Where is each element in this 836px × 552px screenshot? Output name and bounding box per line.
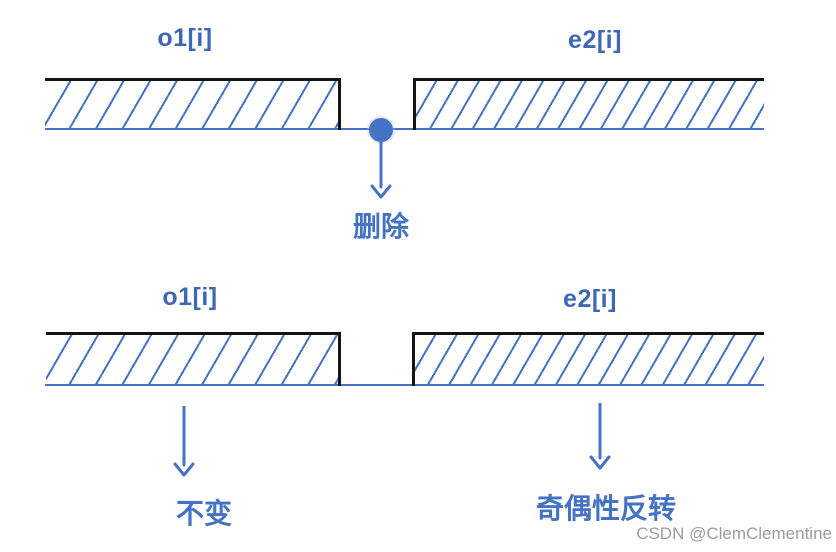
down-arrow-icon [173, 406, 195, 477]
action-label-parity-flip: 奇偶性反转 [535, 493, 676, 524]
segment-label-o1-before: o1[i] [157, 24, 213, 52]
hatched-segment-e2-before [413, 78, 764, 130]
down-arrow-icon [370, 142, 392, 199]
down-arrow-icon [589, 403, 611, 470]
segment-label-e2-before: e2[i] [568, 26, 622, 54]
watermark-text: CSDN @ClemClementine [636, 524, 832, 543]
hatched-segment-o1-before [45, 78, 341, 130]
section-before: o1[i] e2[i] 删除 [0, 0, 836, 250]
action-label-unchanged: 不变 [175, 498, 232, 529]
baseline-before [45, 128, 764, 130]
segment-label-e2-after: e2[i] [563, 285, 617, 313]
baseline-after [45, 384, 764, 386]
deletion-point-dot [369, 118, 393, 142]
segment-label-o1-after: o1[i] [162, 283, 218, 311]
hatched-segment-e2-after [412, 332, 764, 386]
hatched-segment-o1-after [46, 332, 341, 386]
section-after: o1[i] e2[i] 不变 奇偶性反转 CSDN @ClemClementin… [0, 250, 836, 552]
action-label-delete: 删除 [352, 211, 409, 242]
